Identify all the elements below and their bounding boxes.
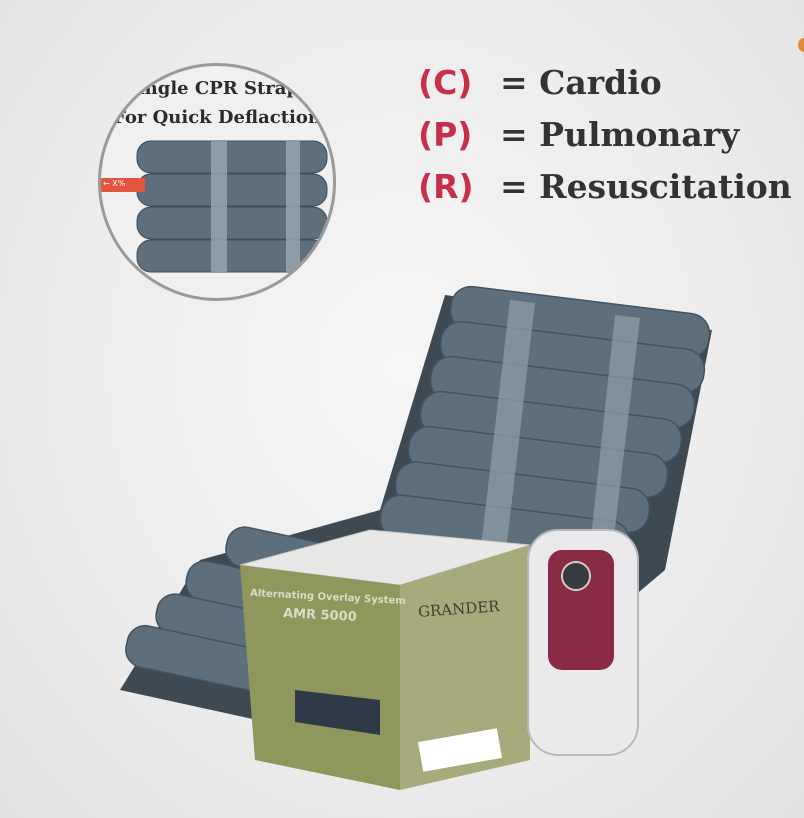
legend-abbr: (R) bbox=[418, 166, 474, 206]
legend-row-cardio: (C) = Cardio bbox=[418, 56, 792, 108]
box-side bbox=[400, 545, 530, 790]
legend-row-resuscitation: (R) = Resuscitation bbox=[418, 160, 792, 212]
inset-title-line: For Quick Deflaction bbox=[113, 107, 321, 128]
decorative-dot bbox=[798, 38, 804, 52]
cpr-strap-photo bbox=[101, 140, 328, 273]
inset-title: Single CPR Straps For Quick Deflaction bbox=[101, 74, 333, 132]
legend-meaning: = Cardio bbox=[500, 62, 662, 102]
strap-tag: ← X% bbox=[103, 179, 126, 188]
box-mattress-image bbox=[295, 690, 380, 735]
inset-title-line: Single CPR Straps bbox=[124, 78, 310, 99]
legend-meaning: = Pulmonary bbox=[500, 114, 740, 154]
mattress-straps bbox=[480, 300, 640, 570]
legend-abbr: (P) bbox=[418, 114, 473, 154]
pump-dial bbox=[561, 561, 591, 591]
legend-abbr: (C) bbox=[418, 62, 473, 102]
legend: (C) = Cardio (P) = Pulmonary (R) = Resuscit… bbox=[418, 56, 792, 212]
legend-meaning: = Resuscitation bbox=[500, 166, 792, 206]
legend-row-pulmonary: (P) = Pulmonary bbox=[418, 108, 792, 160]
box-front bbox=[240, 565, 400, 790]
cpr-strap-inset: Single CPR Straps For Quick Deflaction ←… bbox=[98, 63, 336, 301]
barcode bbox=[418, 728, 502, 772]
